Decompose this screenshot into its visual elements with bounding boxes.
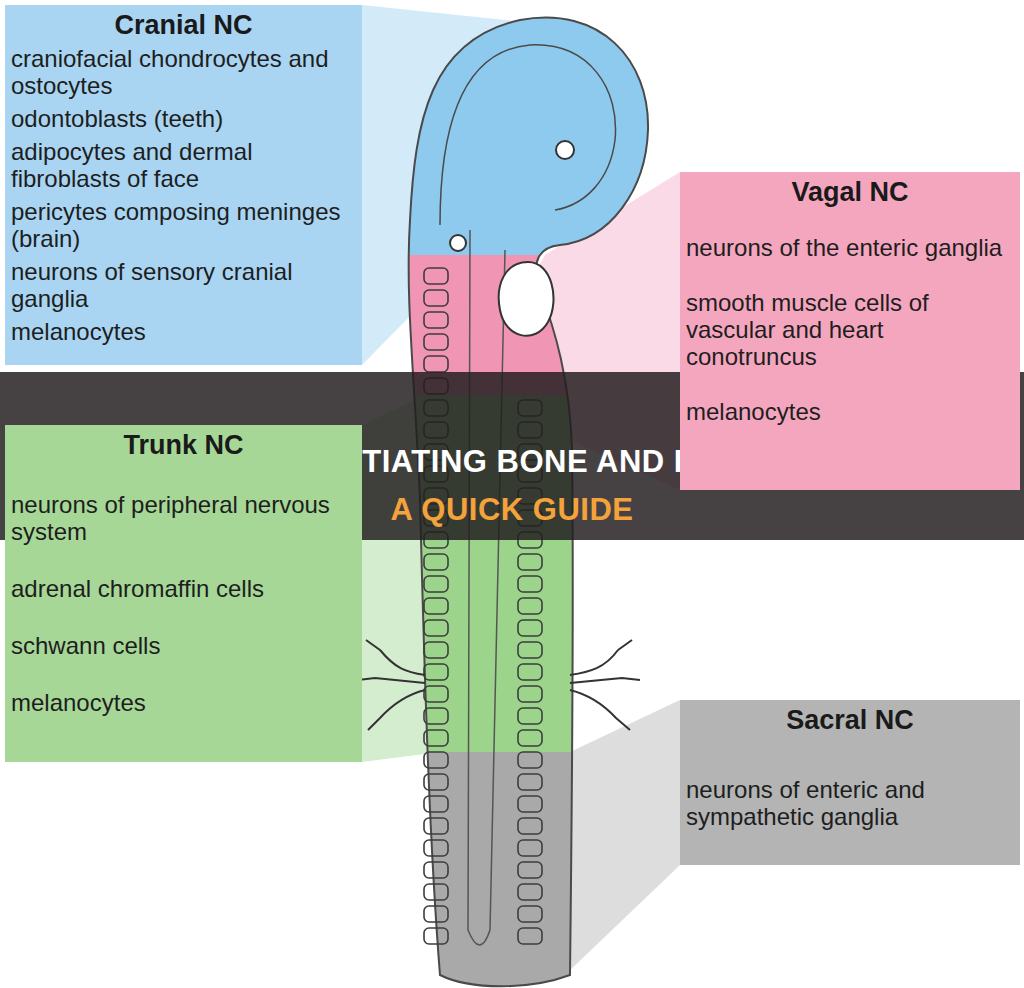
right-limb-bud bbox=[570, 640, 640, 730]
heart bbox=[499, 262, 554, 336]
derivative-item: melanocytes bbox=[11, 318, 356, 345]
derivative-item: pericytes composing meninges (brain) bbox=[11, 198, 356, 252]
somite bbox=[518, 796, 542, 812]
somite bbox=[518, 400, 542, 416]
derivative-item: neurons of sensory cranial ganglia bbox=[11, 258, 356, 312]
somite bbox=[518, 730, 542, 746]
somite bbox=[518, 752, 542, 768]
somite bbox=[518, 686, 542, 702]
somite bbox=[424, 686, 448, 702]
somite bbox=[424, 664, 448, 680]
embryo-outline bbox=[409, 18, 648, 987]
region-heading: Cranial NC bbox=[11, 9, 356, 41]
somite bbox=[424, 862, 448, 878]
somite bbox=[424, 598, 448, 614]
left-limb-bud bbox=[358, 640, 425, 730]
somite bbox=[518, 598, 542, 614]
somite bbox=[518, 642, 542, 658]
vagal-region bbox=[380, 255, 680, 395]
somite bbox=[518, 840, 542, 856]
derivative-item: smooth muscle cells of vascular and hear… bbox=[686, 289, 1014, 370]
somite bbox=[424, 268, 448, 284]
derivative-item: neurons of the enteric ganglia bbox=[686, 234, 1014, 261]
sacral-projection bbox=[565, 700, 680, 975]
neural-tube bbox=[468, 230, 505, 945]
somite bbox=[424, 774, 448, 790]
trunk-region bbox=[380, 395, 680, 752]
somite bbox=[424, 400, 448, 416]
somite bbox=[424, 840, 448, 856]
derivative-item: schwann cells bbox=[11, 632, 356, 659]
somite bbox=[518, 774, 542, 790]
somite bbox=[518, 906, 542, 922]
somite bbox=[518, 466, 542, 482]
somite bbox=[424, 312, 448, 328]
somite bbox=[518, 818, 542, 834]
derivative-item: odontoblasts (teeth) bbox=[11, 105, 356, 132]
somite bbox=[518, 576, 542, 592]
cranial-region bbox=[380, 0, 680, 255]
somite bbox=[424, 928, 448, 944]
somite bbox=[424, 356, 448, 372]
neural-crest-box: Sacral NC neurons of enteric and sympathe… bbox=[680, 700, 1020, 865]
somite bbox=[424, 444, 448, 460]
somite bbox=[424, 422, 448, 438]
somite bbox=[424, 290, 448, 306]
somite bbox=[424, 620, 448, 636]
somite bbox=[518, 862, 542, 878]
somite bbox=[518, 532, 542, 548]
region-heading: Sacral NC bbox=[686, 704, 1014, 736]
somite bbox=[518, 510, 542, 526]
region-heading: Vagal NC bbox=[686, 176, 1014, 208]
somite bbox=[518, 620, 542, 636]
otic-vesicle bbox=[450, 235, 466, 251]
eye bbox=[556, 141, 574, 159]
derivative-item: melanocytes bbox=[11, 689, 356, 716]
somite bbox=[424, 642, 448, 658]
derivative-item: melanocytes bbox=[686, 398, 1014, 425]
somite bbox=[518, 554, 542, 570]
somite bbox=[424, 334, 448, 350]
neural-crest-box: Vagal NC neurons of the enteric ganglia sm… bbox=[680, 172, 1020, 490]
neural-crest-box: Cranial NC craniofacial chondrocytes and … bbox=[5, 5, 362, 365]
derivative-item: adipocytes and dermal fibroblasts of fac… bbox=[11, 138, 356, 192]
somite bbox=[424, 708, 448, 724]
derivative-item: craniofacial chondrocytes and ostocytes bbox=[11, 45, 356, 99]
somite bbox=[424, 510, 448, 526]
somite bbox=[518, 928, 542, 944]
brain-outline bbox=[440, 45, 616, 225]
somite bbox=[424, 554, 448, 570]
somite bbox=[424, 488, 448, 504]
somite bbox=[424, 884, 448, 900]
somite bbox=[424, 378, 448, 394]
somite bbox=[424, 466, 448, 482]
derivative-item: neurons of peripheral nervous system bbox=[11, 491, 356, 545]
somite bbox=[424, 532, 448, 548]
somite bbox=[424, 906, 448, 922]
somite bbox=[518, 708, 542, 724]
somite bbox=[518, 444, 542, 460]
derivative-item: adrenal chromaffin cells bbox=[11, 575, 356, 602]
somite bbox=[424, 752, 448, 768]
region-heading: Trunk NC bbox=[11, 429, 356, 461]
sacral-region bbox=[380, 752, 680, 988]
somite bbox=[424, 576, 448, 592]
somite bbox=[518, 664, 542, 680]
somite bbox=[518, 884, 542, 900]
neural-crest-box: Trunk NC neurons of peripheral nervous sy… bbox=[5, 425, 362, 762]
somite bbox=[518, 488, 542, 504]
somite-group bbox=[424, 268, 542, 944]
somite bbox=[424, 818, 448, 834]
somite bbox=[424, 730, 448, 746]
embryo-body bbox=[380, 0, 680, 988]
somite bbox=[424, 796, 448, 812]
somite bbox=[518, 422, 542, 438]
derivative-item: neurons of enteric and sympathetic gangl… bbox=[686, 776, 1014, 830]
